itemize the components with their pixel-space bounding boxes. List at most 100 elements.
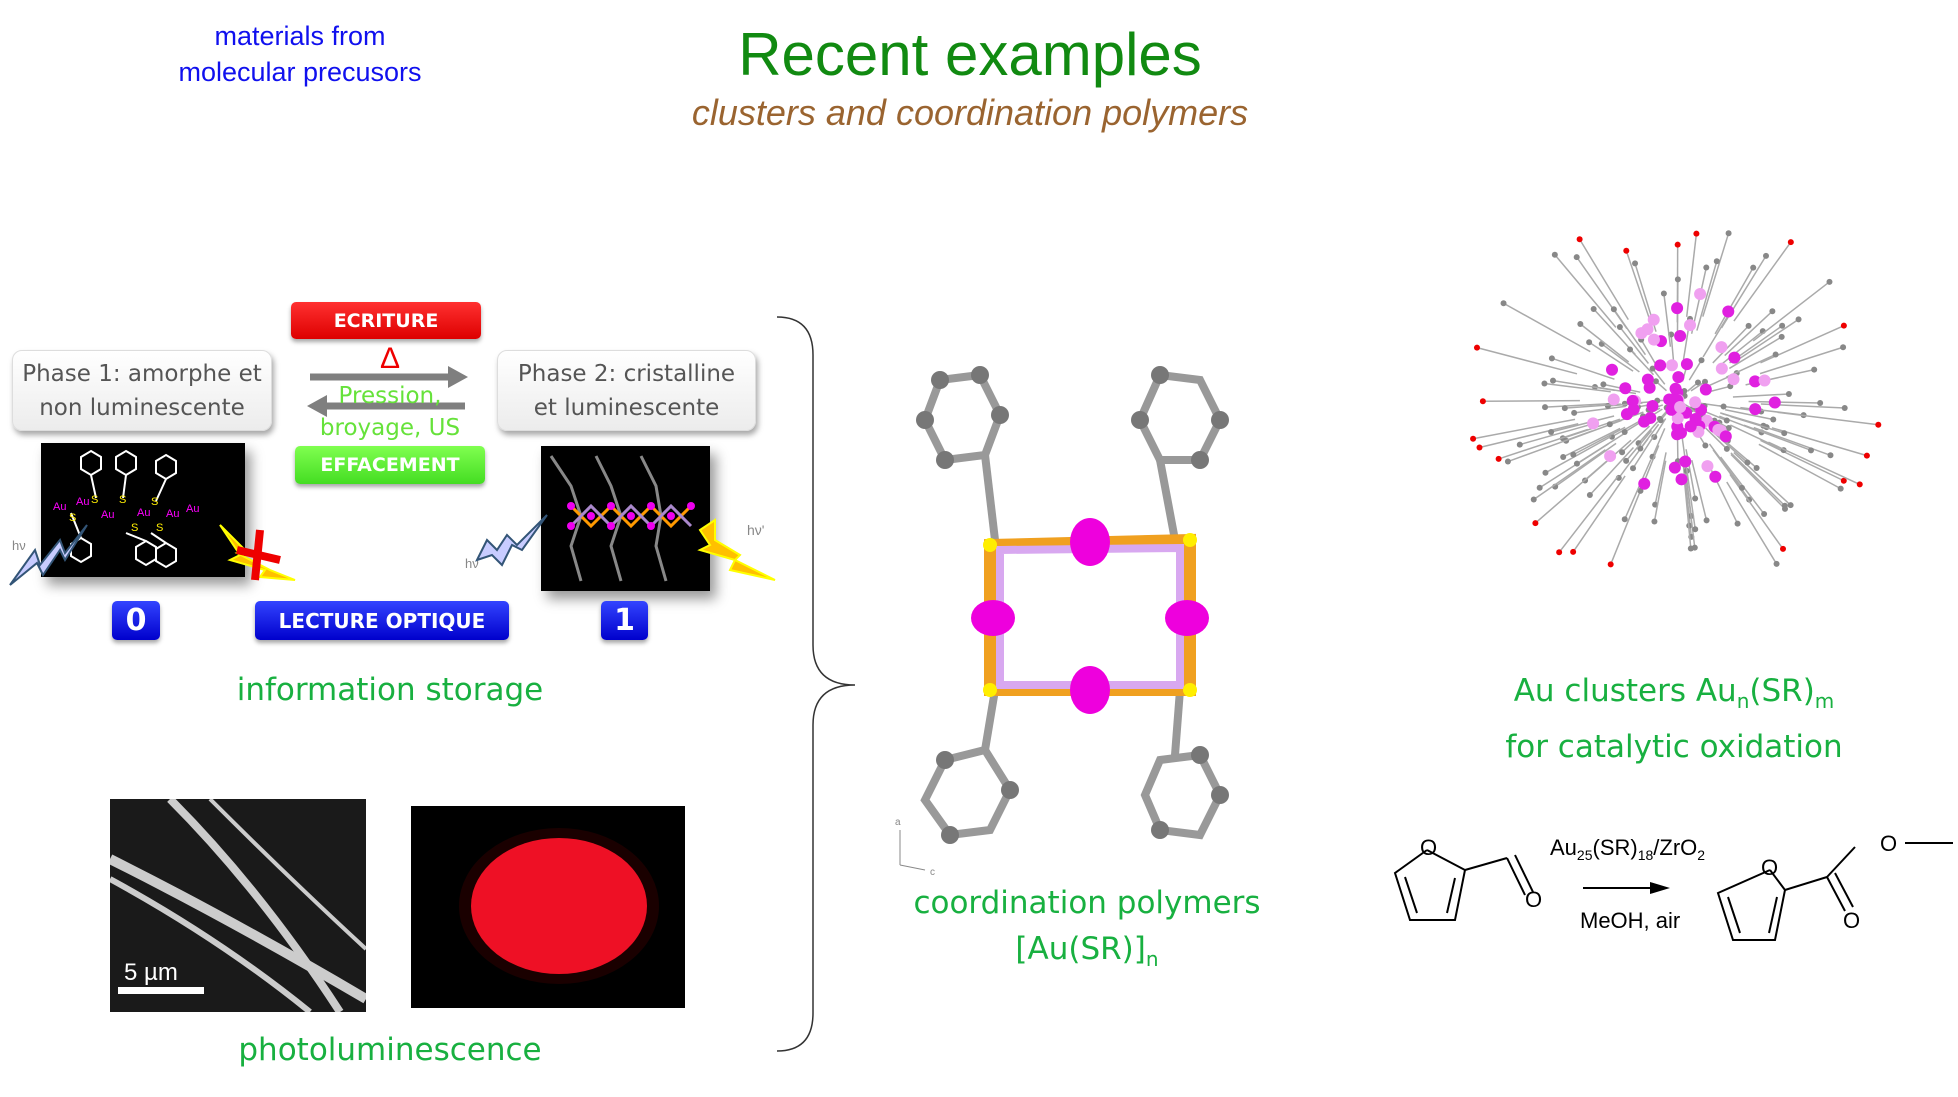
s-label: S bbox=[131, 522, 138, 534]
excitation-lightning-icon-right bbox=[475, 514, 548, 567]
photoluminescence-caption: photoluminescence bbox=[238, 1032, 542, 1068]
au-atom bbox=[1663, 393, 1676, 406]
atom bbox=[1660, 290, 1667, 297]
atom bbox=[1701, 378, 1708, 385]
coordination-caption-formula: [Au(SR)]n bbox=[887, 926, 1287, 982]
bit-one-badge: 1 bbox=[601, 601, 648, 640]
c1s1: n bbox=[1736, 689, 1750, 714]
atom bbox=[1470, 435, 1477, 442]
au-cluster-structure bbox=[1470, 230, 1882, 568]
atom bbox=[1637, 445, 1644, 452]
atom bbox=[1772, 351, 1779, 358]
atom bbox=[1619, 449, 1626, 456]
au-label: Au bbox=[76, 496, 89, 508]
oxygen-label: O bbox=[1843, 908, 1860, 933]
s-label: S bbox=[91, 494, 98, 506]
au-atom bbox=[1671, 412, 1684, 425]
au-atom bbox=[1587, 417, 1600, 430]
au-atom bbox=[1674, 329, 1687, 342]
atom bbox=[1692, 526, 1699, 533]
hv-label-left: hν bbox=[12, 538, 26, 553]
au-atom bbox=[1635, 327, 1648, 340]
atom bbox=[1571, 409, 1578, 416]
au-atom bbox=[1672, 371, 1685, 384]
atom bbox=[1780, 545, 1787, 552]
au-atom bbox=[1709, 470, 1722, 483]
atom bbox=[1720, 403, 1727, 410]
au-atom bbox=[1638, 415, 1651, 428]
atom bbox=[1795, 316, 1802, 323]
atom bbox=[1495, 455, 1502, 462]
s-label: S bbox=[69, 512, 76, 524]
atom bbox=[1570, 451, 1577, 458]
atom bbox=[1769, 308, 1776, 315]
sem-image: 5 µm bbox=[110, 799, 366, 1012]
side-note-line2: molecular precusors bbox=[178, 57, 422, 87]
au-label: Au bbox=[137, 507, 150, 519]
oxygen-label: O bbox=[1761, 855, 1778, 880]
au-atom bbox=[1728, 351, 1741, 364]
side-note: materials from molecular precusors bbox=[150, 18, 450, 90]
atom bbox=[1811, 366, 1818, 373]
atom bbox=[1542, 404, 1549, 411]
au-clusters-caption-line1: Au clusters Aun(SR)m bbox=[1474, 668, 1874, 724]
atom bbox=[1473, 344, 1480, 351]
excitation-lightning-icon-left bbox=[9, 524, 88, 586]
erase-condition-line1: Pression, bbox=[338, 383, 442, 409]
phase2-box: Phase 2: cristalline et luminescente bbox=[497, 350, 756, 431]
au-atom bbox=[1627, 403, 1640, 416]
scale-bar-label: 5 µm bbox=[124, 959, 178, 986]
atom bbox=[1840, 344, 1847, 351]
atom bbox=[1600, 381, 1607, 388]
au-atom bbox=[1607, 393, 1620, 406]
atom bbox=[1577, 321, 1584, 328]
erase-condition-line2: broyage, US bbox=[319, 415, 461, 441]
atom bbox=[1785, 391, 1792, 398]
atom bbox=[1856, 481, 1863, 488]
atom bbox=[1725, 424, 1732, 431]
au-label: Au bbox=[186, 503, 199, 515]
au-atom bbox=[1701, 460, 1714, 473]
conditions-label: MeOH, air bbox=[1580, 908, 1680, 933]
atom bbox=[1560, 453, 1567, 460]
atom bbox=[1542, 469, 1549, 476]
atom bbox=[1550, 377, 1557, 384]
au-atom bbox=[1749, 403, 1762, 416]
hv-label-right: hν bbox=[465, 556, 479, 571]
atom bbox=[1691, 544, 1698, 551]
catalyst-label: Au25(SR)18/ZrO2 bbox=[1550, 835, 1705, 863]
read-button: LECTURE OPTIQUE bbox=[255, 601, 509, 640]
atom bbox=[1607, 561, 1614, 568]
au-atom bbox=[1727, 373, 1740, 386]
au-atom bbox=[1665, 359, 1678, 372]
au-atom bbox=[1679, 455, 1692, 468]
atom bbox=[1586, 339, 1593, 346]
atom bbox=[1586, 492, 1593, 499]
atom bbox=[1590, 305, 1597, 312]
atom bbox=[1649, 365, 1656, 372]
s-label: S bbox=[156, 522, 163, 534]
atom bbox=[1692, 495, 1699, 502]
atom bbox=[1725, 230, 1732, 237]
atom bbox=[1781, 430, 1788, 437]
oxygen-label: O bbox=[1880, 831, 1897, 856]
atom bbox=[1551, 251, 1558, 258]
atom bbox=[1623, 247, 1630, 254]
page-subtitle: clusters and coordination polymers bbox=[691, 92, 1249, 133]
information-storage-caption: information storage bbox=[236, 672, 544, 708]
au-atom bbox=[1749, 375, 1762, 388]
atom bbox=[1651, 518, 1658, 525]
atom bbox=[1516, 441, 1523, 448]
equilibrium-arrows bbox=[307, 366, 468, 417]
atom bbox=[1530, 496, 1537, 503]
atom bbox=[1606, 421, 1613, 428]
curly-brace bbox=[776, 316, 856, 1052]
write-button: ECRITURE bbox=[291, 302, 481, 339]
formula-main: [Au(SR)] bbox=[1015, 931, 1146, 967]
atom bbox=[1476, 444, 1483, 451]
au-label: Au bbox=[166, 508, 179, 520]
atom bbox=[1734, 520, 1741, 527]
atom bbox=[1532, 520, 1539, 527]
atom bbox=[1479, 398, 1486, 405]
au-atom bbox=[1638, 477, 1651, 490]
